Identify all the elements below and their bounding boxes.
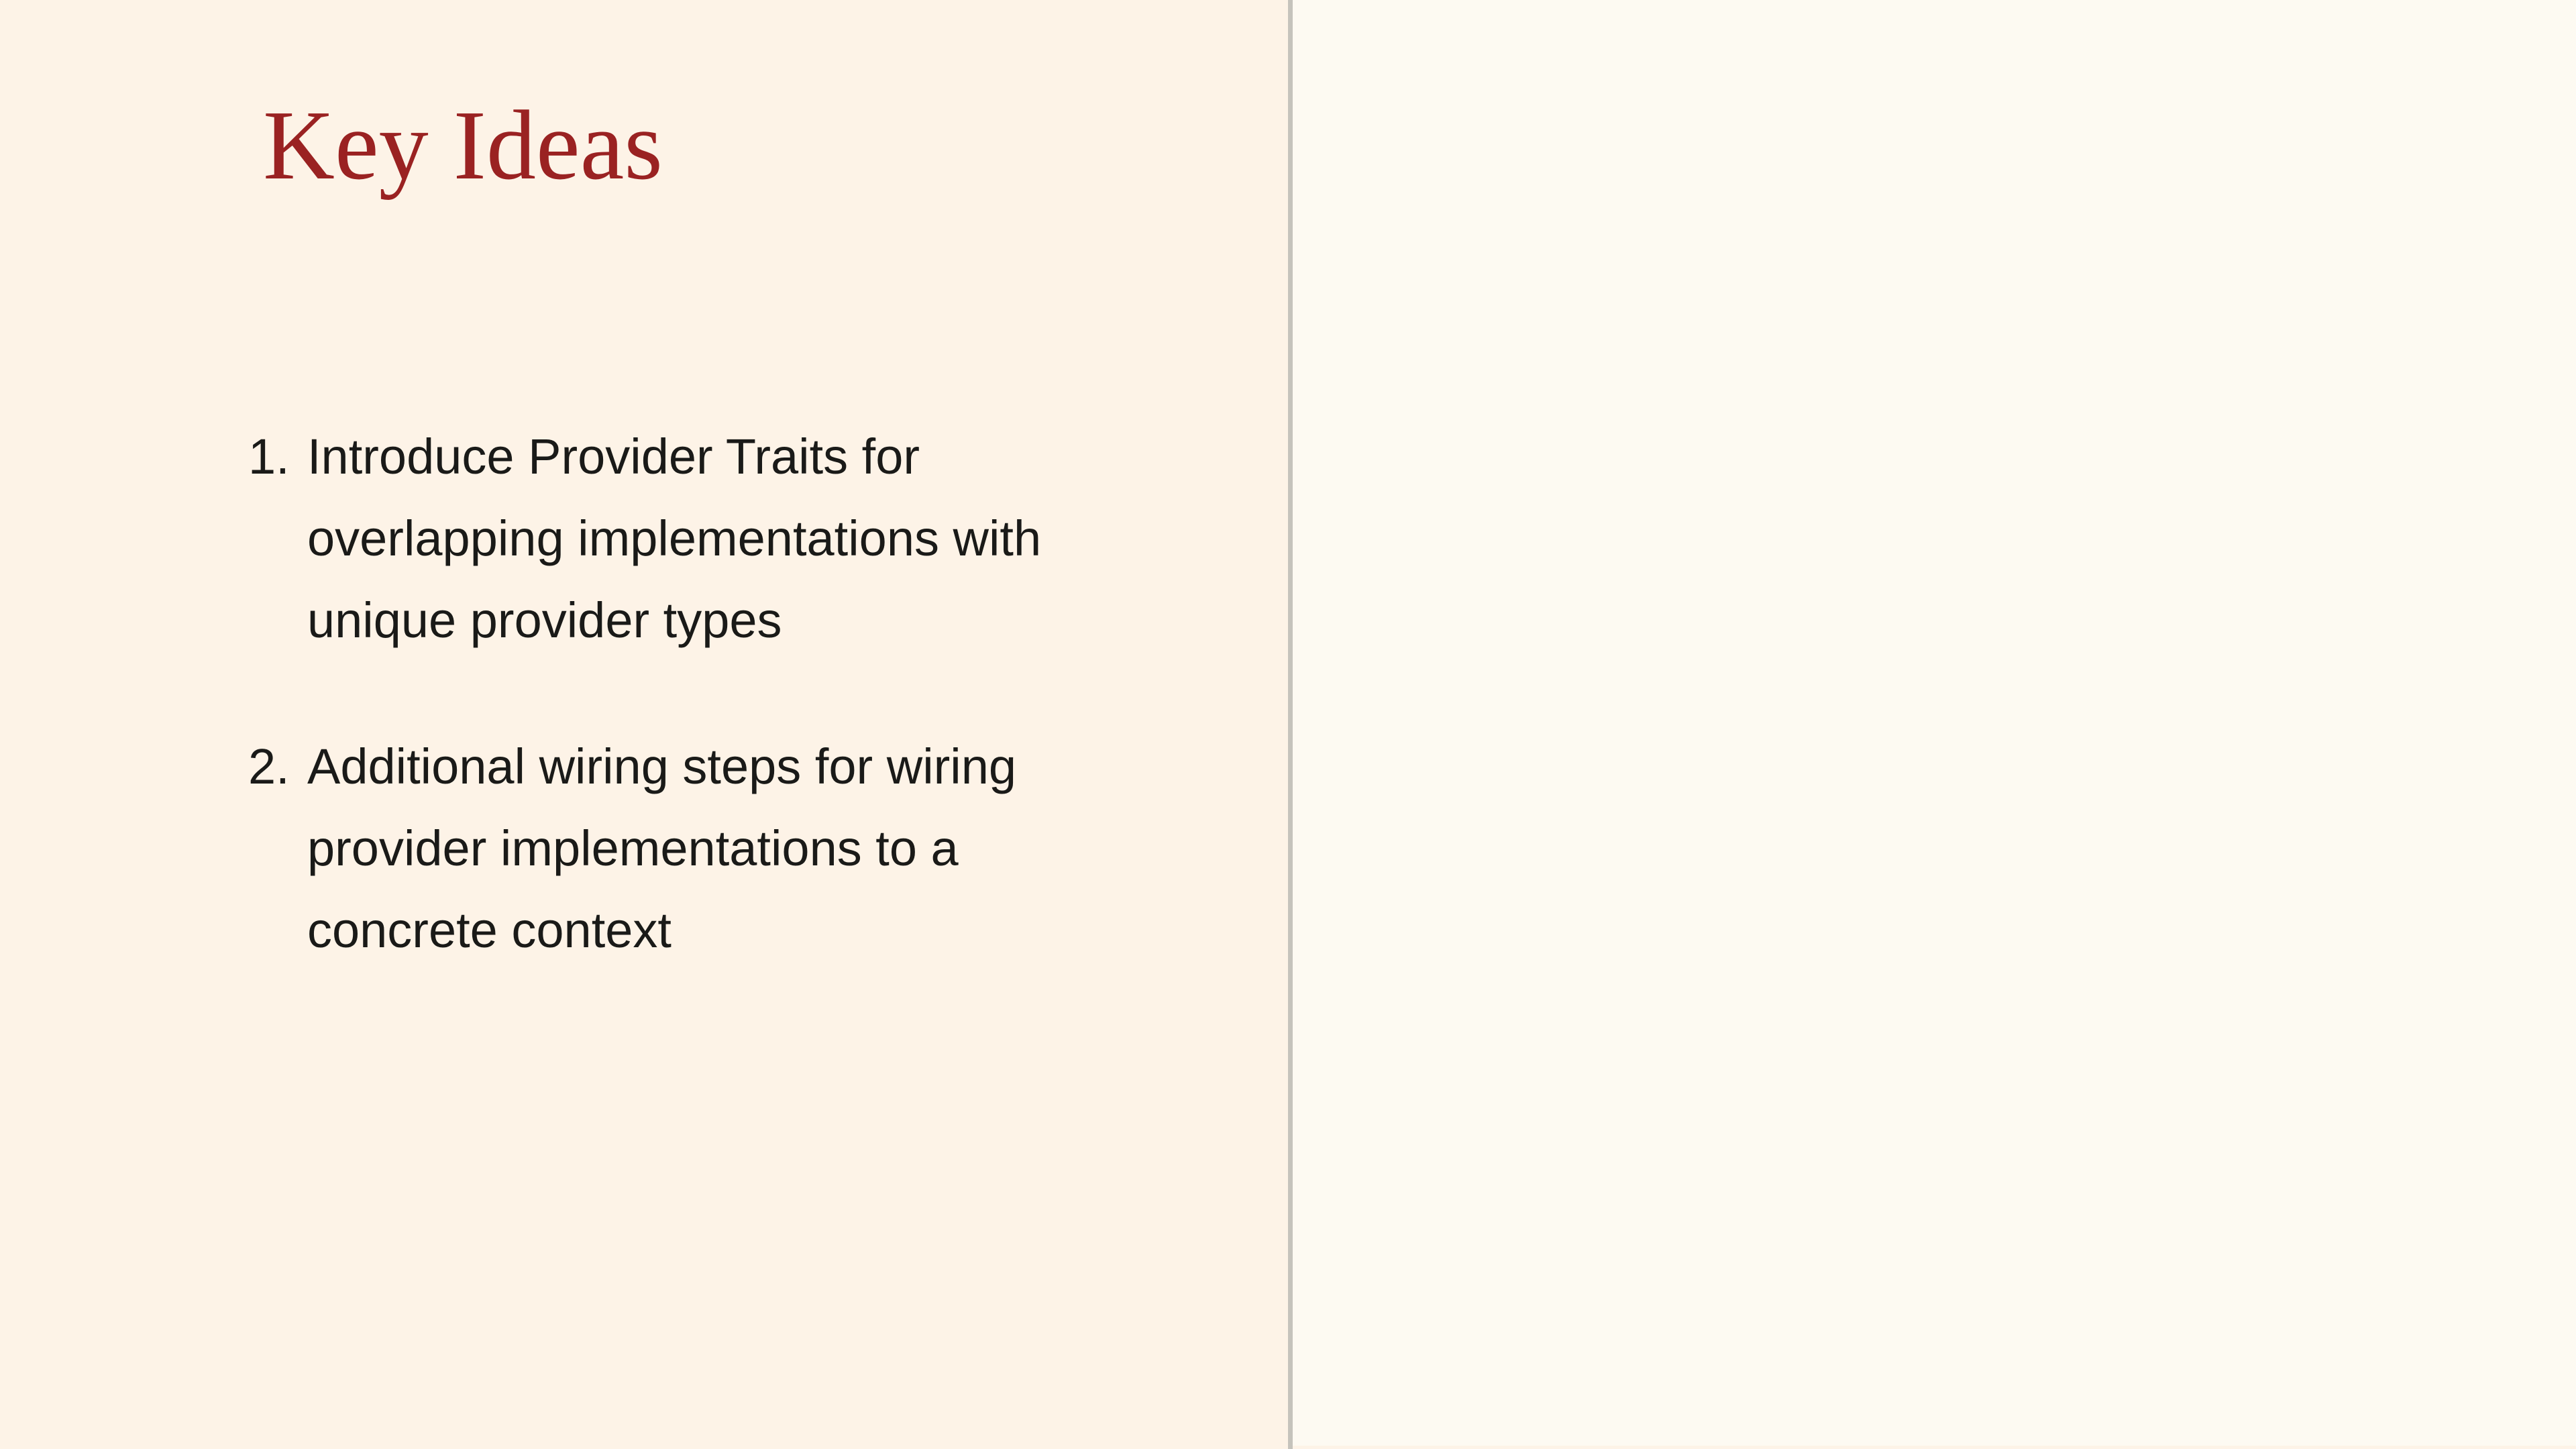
page-title: Key Ideas <box>263 91 663 201</box>
list-item-marker: 2. <box>248 739 290 794</box>
panel-divider <box>1288 0 1293 1449</box>
list-item: 2. Additional wiring steps for wiring pr… <box>248 726 1241 971</box>
list-item-text: Additional wiring steps for wiring provi… <box>307 739 1017 958</box>
right-panel: Implement Provider Trait Wiring Consumer… <box>1293 0 2576 1446</box>
list-item-marker: 1. <box>248 429 290 484</box>
left-panel: Key Ideas 1. Introduce Provider Traits f… <box>248 91 1241 1036</box>
list-item: 1. Introduce Provider Traits for overlap… <box>248 416 1241 661</box>
key-ideas-list: 1. Introduce Provider Traits for overlap… <box>248 416 1241 1036</box>
bottom-strip <box>1293 1446 2576 1449</box>
list-item-text: Introduce Provider Traits for overlappin… <box>307 429 1042 648</box>
